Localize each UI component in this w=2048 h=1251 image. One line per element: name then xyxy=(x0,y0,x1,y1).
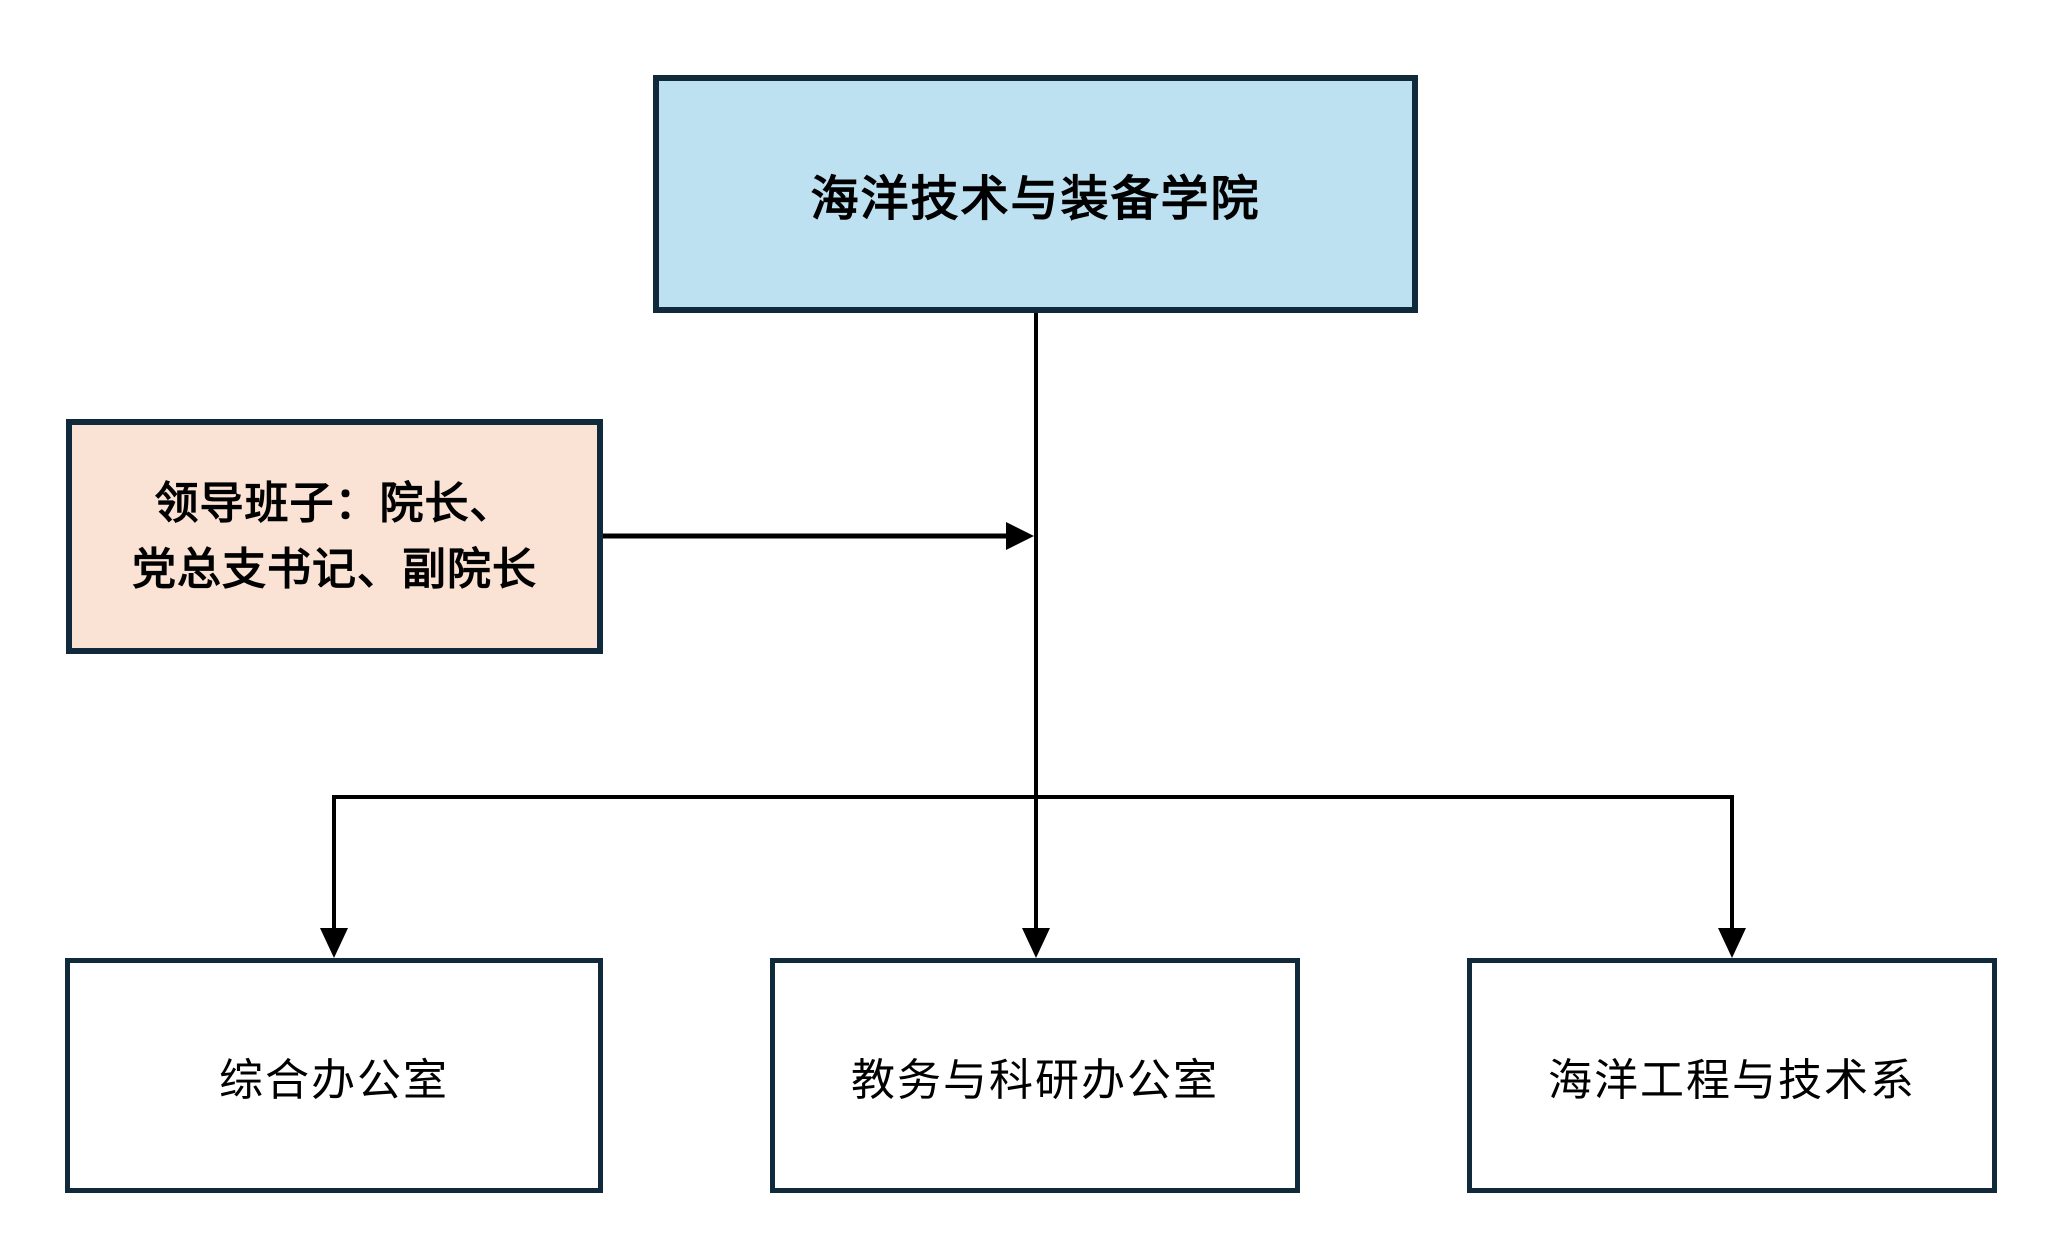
node-marine-engineering-dept: 海洋工程与技术系 xyxy=(1467,958,1997,1193)
node-general-office-label: 综合办公室 xyxy=(219,1055,449,1105)
node-college-title-label: 海洋技术与装备学院 xyxy=(810,173,1261,226)
node-leadership-label-line2: 党总支书记、副院长 xyxy=(132,544,537,594)
arrow-right-icon xyxy=(1006,522,1034,550)
node-marine-engineering-dept-label: 海洋工程与技术系 xyxy=(1548,1055,1916,1105)
node-leadership-label-line1: 领导班子：院长、 xyxy=(154,478,515,528)
arrow-down-middle-icon xyxy=(1022,928,1050,958)
node-academic-research-office-label: 教务与科研办公室 xyxy=(851,1055,1219,1105)
node-general-office: 综合办公室 xyxy=(65,958,603,1193)
arrow-down-left-icon xyxy=(320,928,348,958)
node-academic-research-office: 教务与科研办公室 xyxy=(770,958,1300,1193)
node-leadership-label: 领导班子：院长、 党总支书记、副院长 xyxy=(132,471,537,603)
node-leadership: 领导班子：院长、 党总支书记、副院长 xyxy=(66,419,603,654)
node-college-title: 海洋技术与装备学院 xyxy=(653,75,1418,313)
arrow-down-right-icon xyxy=(1718,928,1746,958)
